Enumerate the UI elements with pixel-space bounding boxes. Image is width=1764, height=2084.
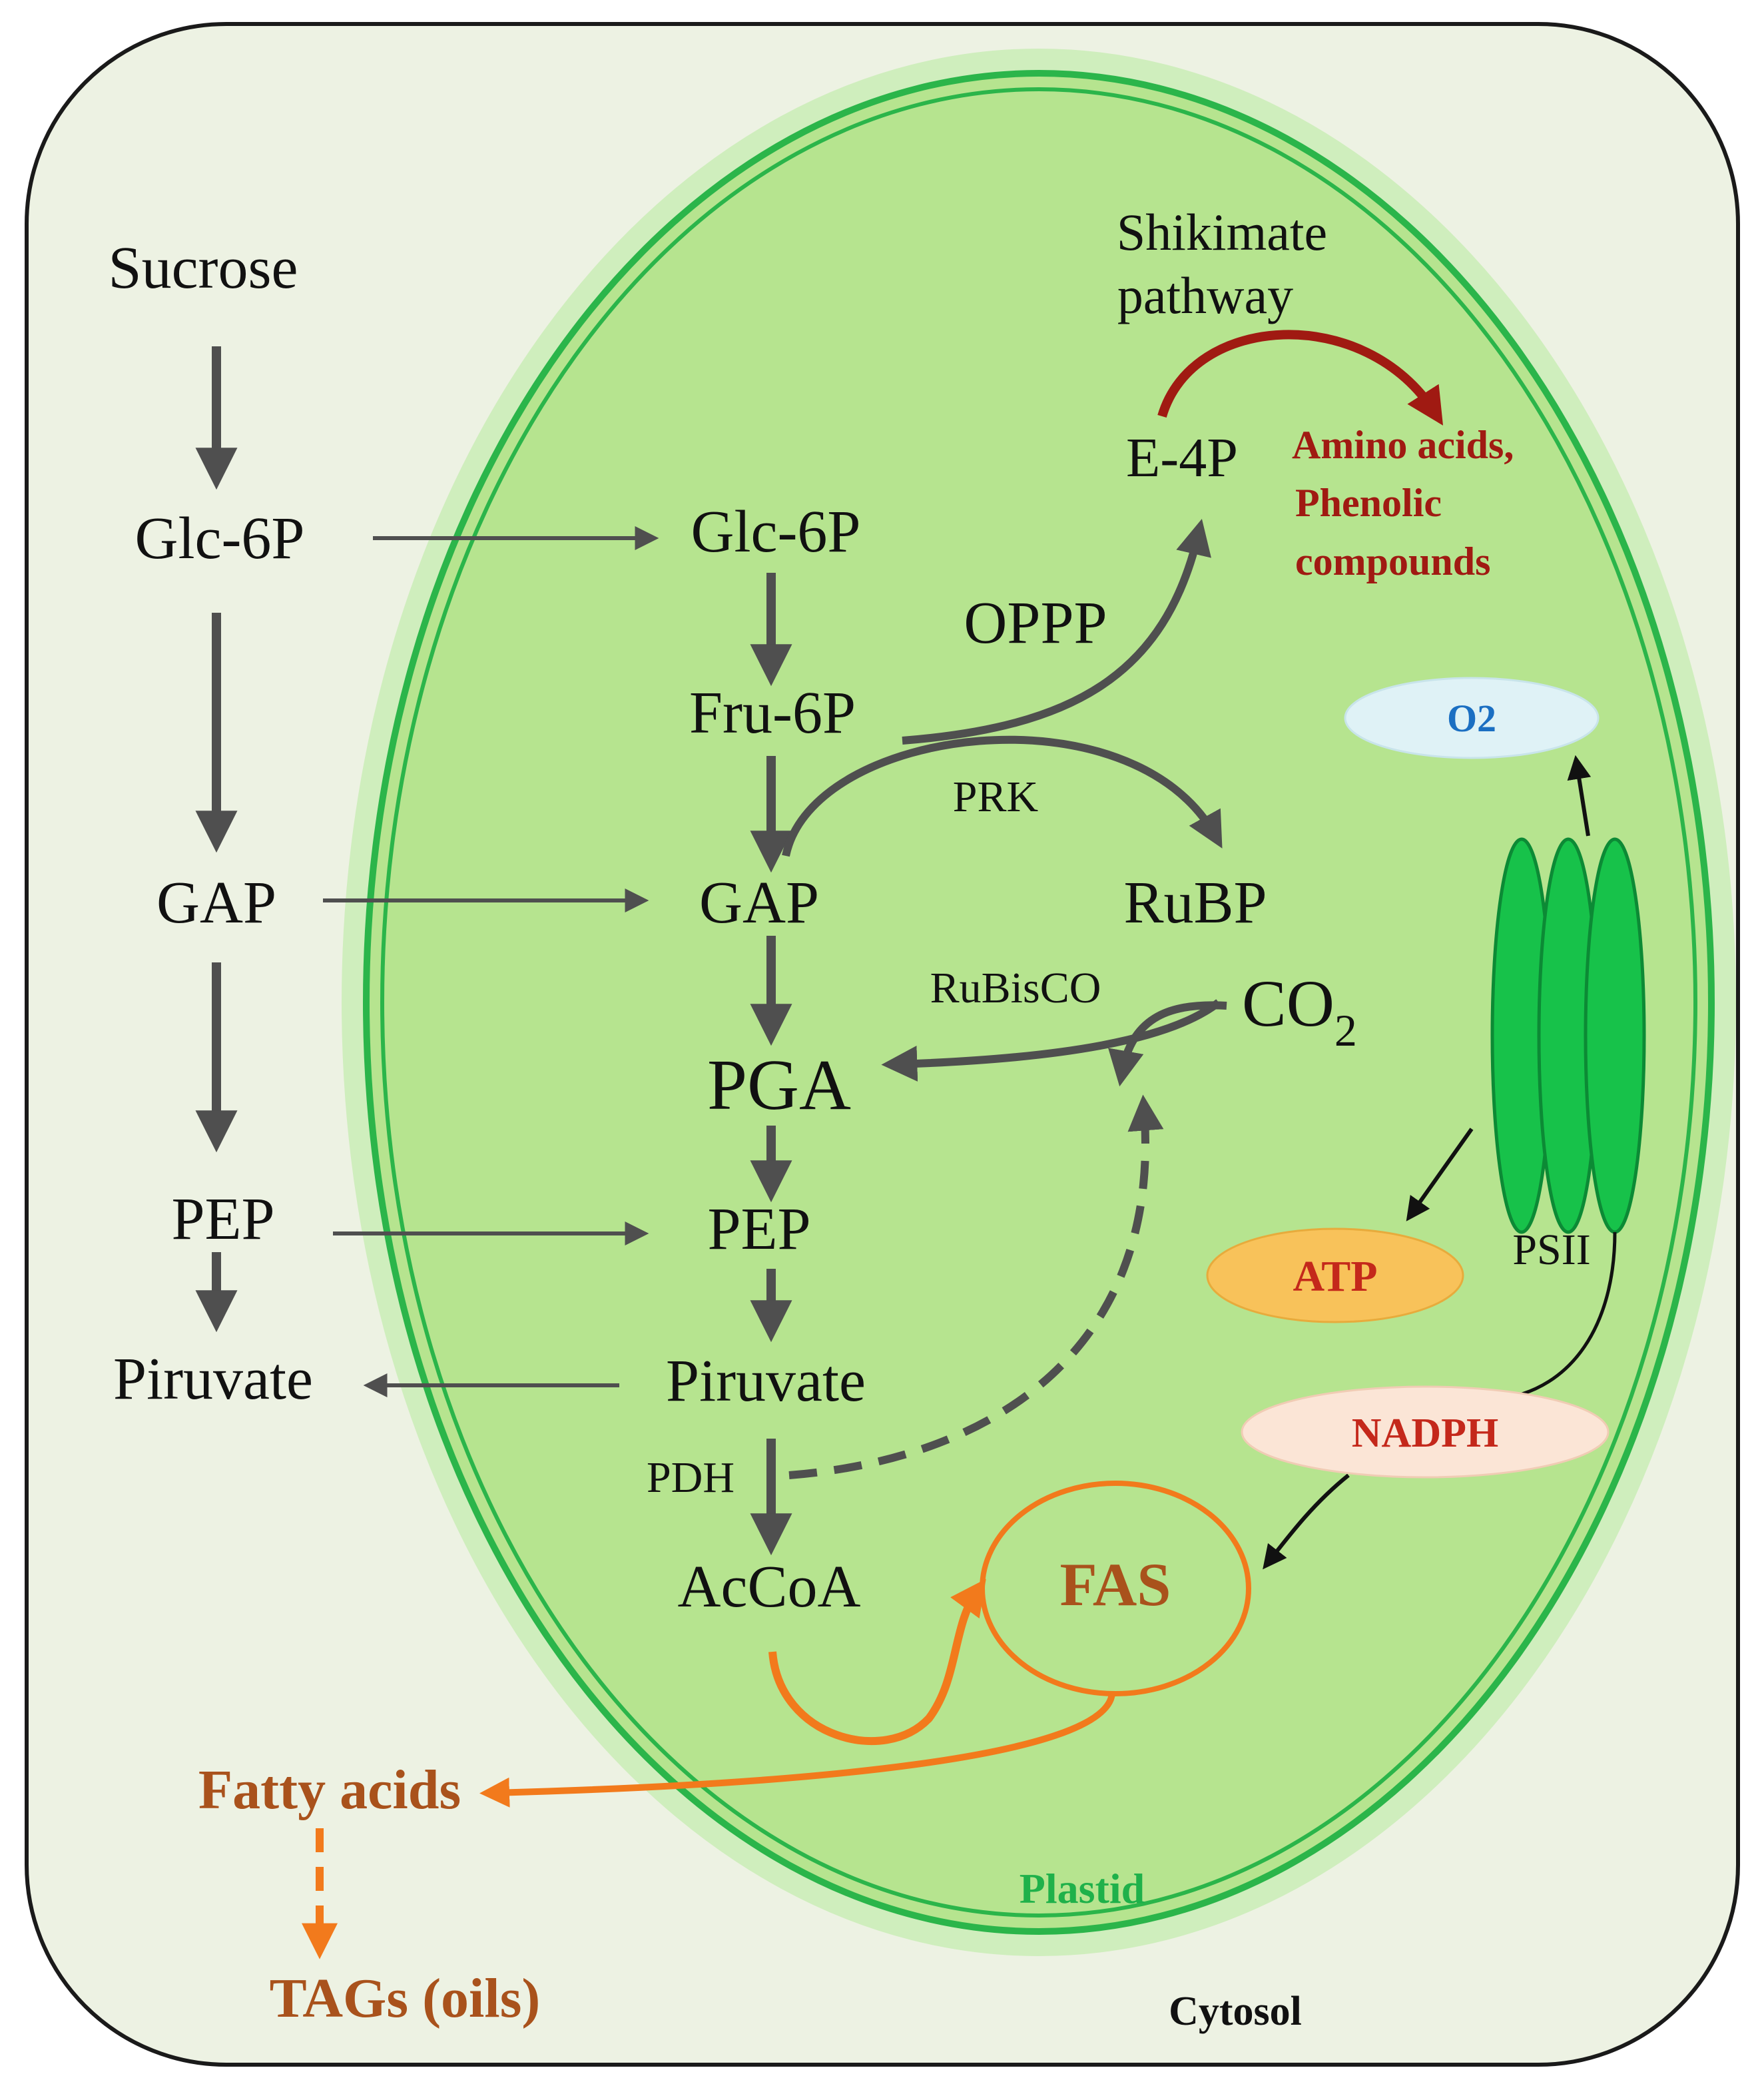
label-shikimate-2: pathway	[1117, 266, 1293, 324]
arrow-psii-to-o2	[1567, 755, 1592, 837]
plastid-inner-membrane	[380, 87, 1697, 1917]
node-pep-plastid: PEP	[707, 1196, 810, 1262]
label-prk: PRK	[953, 773, 1038, 821]
co2-input-line	[1108, 1001, 1227, 1087]
psii-to-nadph-line	[1501, 1231, 1617, 1401]
node-glc6p-plastid: Glc-6P	[691, 499, 861, 565]
node-pga: PGA	[707, 1046, 851, 1125]
shikimate-product-1: Amino acids,	[1292, 423, 1514, 467]
node-e4p: E-4P	[1126, 427, 1238, 489]
nadph-oval	[1241, 1385, 1610, 1479]
label-pdh: PDH	[647, 1453, 735, 1502]
plastid-glow	[342, 49, 1736, 1956]
atp-oval	[1206, 1227, 1464, 1323]
label-psii: PSII	[1512, 1225, 1590, 1274]
arrow-pdh-co2-dashed	[788, 1094, 1164, 1479]
node-piruvate-cytosol: Piruvate	[113, 1346, 313, 1412]
node-glc6p-cytosol: Glc-6P	[135, 506, 305, 571]
label-cytosol: Cytosol	[1169, 1989, 1302, 2034]
label-o2: O2	[1447, 697, 1496, 740]
node-fas: FAS	[1060, 1551, 1171, 1618]
node-sucrose: Sucrose	[109, 235, 298, 301]
label-rubisco: RuBisCO	[930, 964, 1101, 1012]
arrow-psii-to-atp	[1406, 1128, 1474, 1221]
node-tags: TAGs (oils)	[270, 1967, 541, 2029]
psii-thylakoid	[1584, 837, 1646, 1234]
arrow-oppp-to-e4p	[902, 518, 1211, 745]
label-plastid: Plastid	[1020, 1865, 1145, 1912]
node-fatty-acids: Fatty acids	[198, 1759, 461, 1821]
arrow-nadph-to-fas	[1263, 1473, 1350, 1570]
arrow-gap-to-rubp-prk	[782, 735, 1223, 857]
arrow-shikimate	[1157, 330, 1444, 426]
arrow-accoa-to-fas	[768, 1578, 986, 1745]
label-atp: ATP	[1293, 1252, 1377, 1301]
node-gap-plastid: GAP	[699, 870, 819, 936]
label-shikimate-1: Shikimate	[1117, 203, 1327, 261]
shikimate-product-2: Phenolic	[1295, 481, 1442, 525]
node-fru6p: Fru-6P	[689, 680, 856, 746]
label-nadph: NADPH	[1352, 1411, 1498, 1456]
node-accoa: AcCoA	[678, 1554, 861, 1620]
node-rubp: RuBP	[1123, 870, 1267, 936]
node-co2: CO2	[1242, 966, 1357, 1056]
node-gap-cytosol: GAP	[156, 870, 276, 936]
node-piruvate-plastid: Piruvate	[666, 1348, 866, 1414]
shikimate-product-3: compounds	[1295, 539, 1490, 583]
o2-oval	[1344, 677, 1600, 759]
label-oppp: OPPP	[964, 590, 1107, 656]
node-pep-cytosol: PEP	[171, 1186, 274, 1252]
arrow-rubisco-to-pga	[881, 999, 1221, 1082]
arrow-fas-to-fatty-acids	[479, 1693, 1115, 1808]
